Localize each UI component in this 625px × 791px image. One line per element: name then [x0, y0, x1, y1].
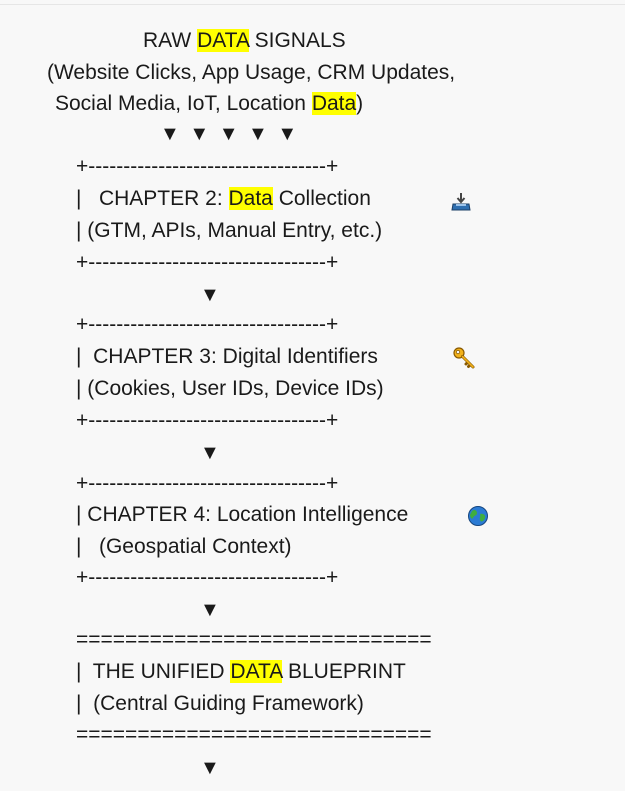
- blueprint-top-border: =============================: [76, 628, 432, 651]
- blueprint-bottom-border: =============================: [76, 723, 432, 746]
- header-sources-post: ): [356, 92, 364, 115]
- header-sources-line1: (Website Clicks, App Usage, CRM Updates,: [47, 61, 456, 84]
- connector-arrow: ▼: [200, 442, 220, 464]
- chapter2-bottom-border: +----------------------------------+: [76, 251, 339, 274]
- highlight-data: DATA: [197, 29, 249, 52]
- connector-arrow: ▼: [200, 757, 220, 779]
- chapter2-subtitle: | (GTM, APIs, Manual Entry, etc.): [76, 219, 383, 242]
- connector-arrow: ▼: [200, 599, 220, 621]
- chapter3-subtitle: | (Cookies, User IDs, Device IDs): [76, 377, 384, 400]
- chapter4-title: | CHAPTER 4: Location Intelligence: [76, 503, 409, 526]
- header-sources-pre: Social Media, IoT, Location: [55, 92, 312, 115]
- blueprint-subtitle: | (Central Guiding Framework): [76, 692, 364, 715]
- chapter3-bottom-border: +----------------------------------+: [76, 409, 339, 432]
- highlight-data: Data: [311, 92, 357, 115]
- header-title: RAW DATA SIGNALS: [143, 27, 346, 55]
- key-icon: [453, 347, 475, 369]
- chapter4-top-border: +----------------------------------+: [76, 472, 339, 495]
- inbox-tray-icon: [451, 193, 471, 211]
- highlight-data: DATA: [230, 660, 283, 683]
- globe-icon: [468, 506, 488, 526]
- chapter2-title-post: Collection: [272, 187, 371, 210]
- chapter2-title: | CHAPTER 2: Data Collection: [76, 185, 371, 213]
- chapter4-bottom-border: +----------------------------------+: [76, 566, 339, 589]
- top-divider: [0, 4, 625, 5]
- connector-arrow: ▼: [200, 284, 220, 306]
- chapter3-top-border: +----------------------------------+: [76, 313, 339, 336]
- chapter4-subtitle: | (Geospatial Context): [76, 535, 292, 558]
- header-arrows: ▼ ▼ ▼ ▼ ▼: [160, 123, 300, 145]
- chapter2-title-pre: | CHAPTER 2:: [76, 187, 229, 210]
- header-sources-line2: Social Media, IoT, Location Data): [55, 90, 363, 118]
- chapter2-top-border: +----------------------------------+: [76, 155, 339, 178]
- blueprint-title: | THE UNIFIED DATA BLUEPRINT: [76, 658, 406, 686]
- header-title-post: SIGNALS: [248, 29, 346, 52]
- chapter3-title: | CHAPTER 3: Digital Identifiers: [76, 345, 378, 368]
- blueprint-title-pre: | THE UNIFIED: [76, 660, 231, 683]
- highlight-data: Data: [228, 187, 273, 210]
- blueprint-title-post: BLUEPRINT: [282, 660, 406, 683]
- header-title-pre: RAW: [143, 29, 198, 52]
